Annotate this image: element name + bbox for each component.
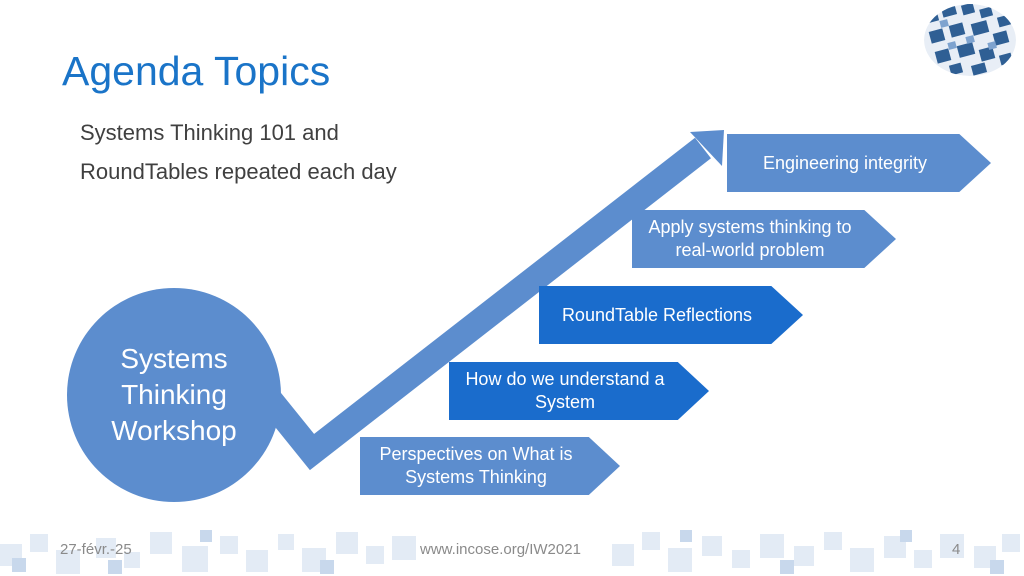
step-roundtable-reflections: RoundTable Reflections	[539, 286, 803, 344]
circle-line-1: Systems	[120, 343, 228, 374]
arrow-shaft	[259, 137, 711, 471]
step-4-line-1: Apply systems thinking to	[648, 217, 852, 237]
step-3-line-1: RoundTable Reflections	[561, 304, 753, 325]
arrow-head-icon	[690, 130, 724, 166]
footer-url: www.incose.org/IW2021	[420, 541, 581, 558]
step-5-line-1: Engineering integrity	[762, 152, 928, 173]
incose-globe-logo-icon	[924, 4, 1016, 76]
subtitle-line-2: RoundTables repeated each day	[80, 159, 397, 184]
step-1-line-2: Systems Thinking	[405, 467, 547, 487]
step-engineering-integrity: Engineering integrity	[727, 134, 991, 192]
footer-date: 27-févr.-25	[60, 541, 132, 558]
step-understand-system: How do we understand a System	[449, 362, 709, 420]
step-apply-systems-thinking: Apply systems thinking to real-world prob…	[632, 210, 896, 268]
page-number: 4	[952, 541, 961, 558]
subtitle-line-1: Systems Thinking 101 and	[80, 120, 339, 145]
circle-line-3: Workshop	[111, 415, 237, 446]
step-2-line-1: How do we understand a	[465, 369, 665, 389]
circle-line-2: Thinking	[121, 379, 227, 410]
step-1-line-1: Perspectives on What is	[379, 444, 573, 464]
step-2-line-2: System	[534, 392, 595, 412]
footer-pattern	[0, 530, 1020, 574]
systems-thinking-workshop-circle: Systems Thinking Workshop	[67, 288, 281, 502]
page-title: Agenda Topics	[62, 48, 331, 94]
step-perspectives: Perspectives on What is Systems Thinking	[360, 437, 620, 495]
step-4-line-2: real-world problem	[675, 240, 825, 260]
